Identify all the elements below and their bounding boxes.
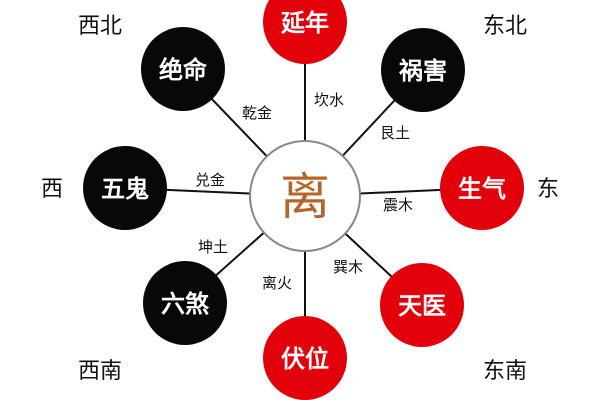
line-label-tianyi: 巽木 [333, 258, 363, 276]
node-circle-jueming [141, 27, 225, 111]
center-circle [249, 140, 361, 252]
direction-east: 东 [537, 177, 559, 202]
node-label-shengqi: 生气 [458, 174, 506, 203]
node-label-tianyi: 天医 [398, 291, 446, 320]
line-label-wugui: 兑金 [195, 171, 225, 189]
node-circle-wugui [83, 146, 167, 230]
node-label-fuwei: 伏位 [281, 344, 329, 373]
direction-northeast: 东北 [483, 14, 527, 39]
node-label-wugui: 五鬼 [101, 174, 149, 203]
direction-southeast: 东南 [483, 359, 527, 384]
node-circle-shengqi [440, 146, 524, 230]
line-label-jueming: 乾金 [242, 104, 272, 122]
node-label-huohai: 祸害 [399, 56, 447, 85]
node-circle-tianyi [380, 263, 464, 347]
line-label-yannian: 坎水 [314, 91, 344, 109]
node-circle-yannian [263, 0, 347, 64]
node-circle-liusha [143, 261, 227, 345]
line-label-liusha: 坤土 [198, 238, 228, 256]
node-label-liusha: 六煞 [161, 289, 210, 318]
node-label-jueming: 绝命 [159, 55, 208, 84]
node-label-yannian: 延年 [280, 8, 329, 37]
line-label-shengqi: 震木 [383, 196, 413, 214]
direction-west: 西 [41, 177, 63, 202]
center-label: 离 [280, 168, 330, 226]
direction-northwest: 西北 [78, 14, 122, 39]
node-circle-fuwei [263, 316, 347, 400]
node-circle-huohai [381, 28, 465, 112]
direction-southwest: 西南 [78, 359, 122, 384]
line-label-fuwei: 离火 [262, 274, 292, 292]
line-label-huohai: 艮土 [380, 124, 410, 142]
